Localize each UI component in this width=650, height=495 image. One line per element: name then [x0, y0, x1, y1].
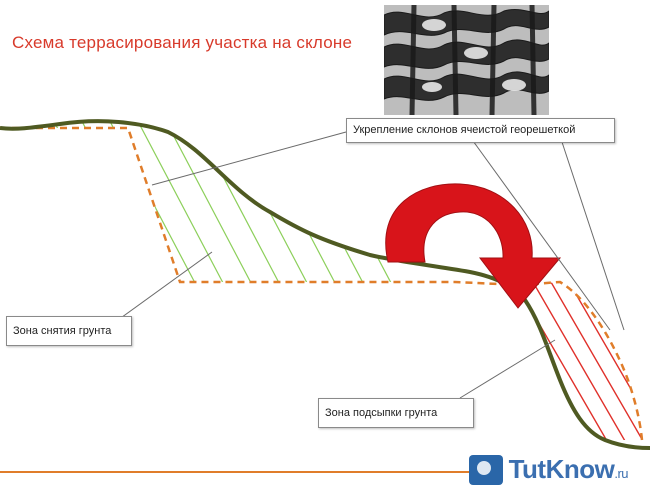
- move-soil-arrow: [385, 183, 562, 309]
- removal-zone-hatch: [19, 121, 401, 282]
- brand-accent: Know: [545, 454, 615, 484]
- fill-zone-hatch: [520, 282, 642, 440]
- cut-profile-line: [0, 126, 521, 287]
- soil-removal-label: Зона снятия грунта: [6, 316, 132, 346]
- brand-name: TutKnow.ru: [508, 454, 629, 485]
- geogrid-label: Укрепление склонов ячеистой георешеткой: [346, 118, 615, 143]
- brand-logo-icon: [468, 454, 503, 485]
- geogrid-photo: [384, 5, 549, 115]
- diagram-title: Схема террасирования участка на склоне: [12, 33, 353, 52]
- brand-tld: .ru: [614, 466, 628, 481]
- brand-main: Tut: [508, 454, 547, 484]
- fill-profile-line: [519, 280, 644, 441]
- leader-lines: [117, 131, 625, 399]
- soil-fill-label: Зона подсыпки грунта: [318, 398, 474, 428]
- site-watermark: TutKnow.ru: [468, 454, 629, 485]
